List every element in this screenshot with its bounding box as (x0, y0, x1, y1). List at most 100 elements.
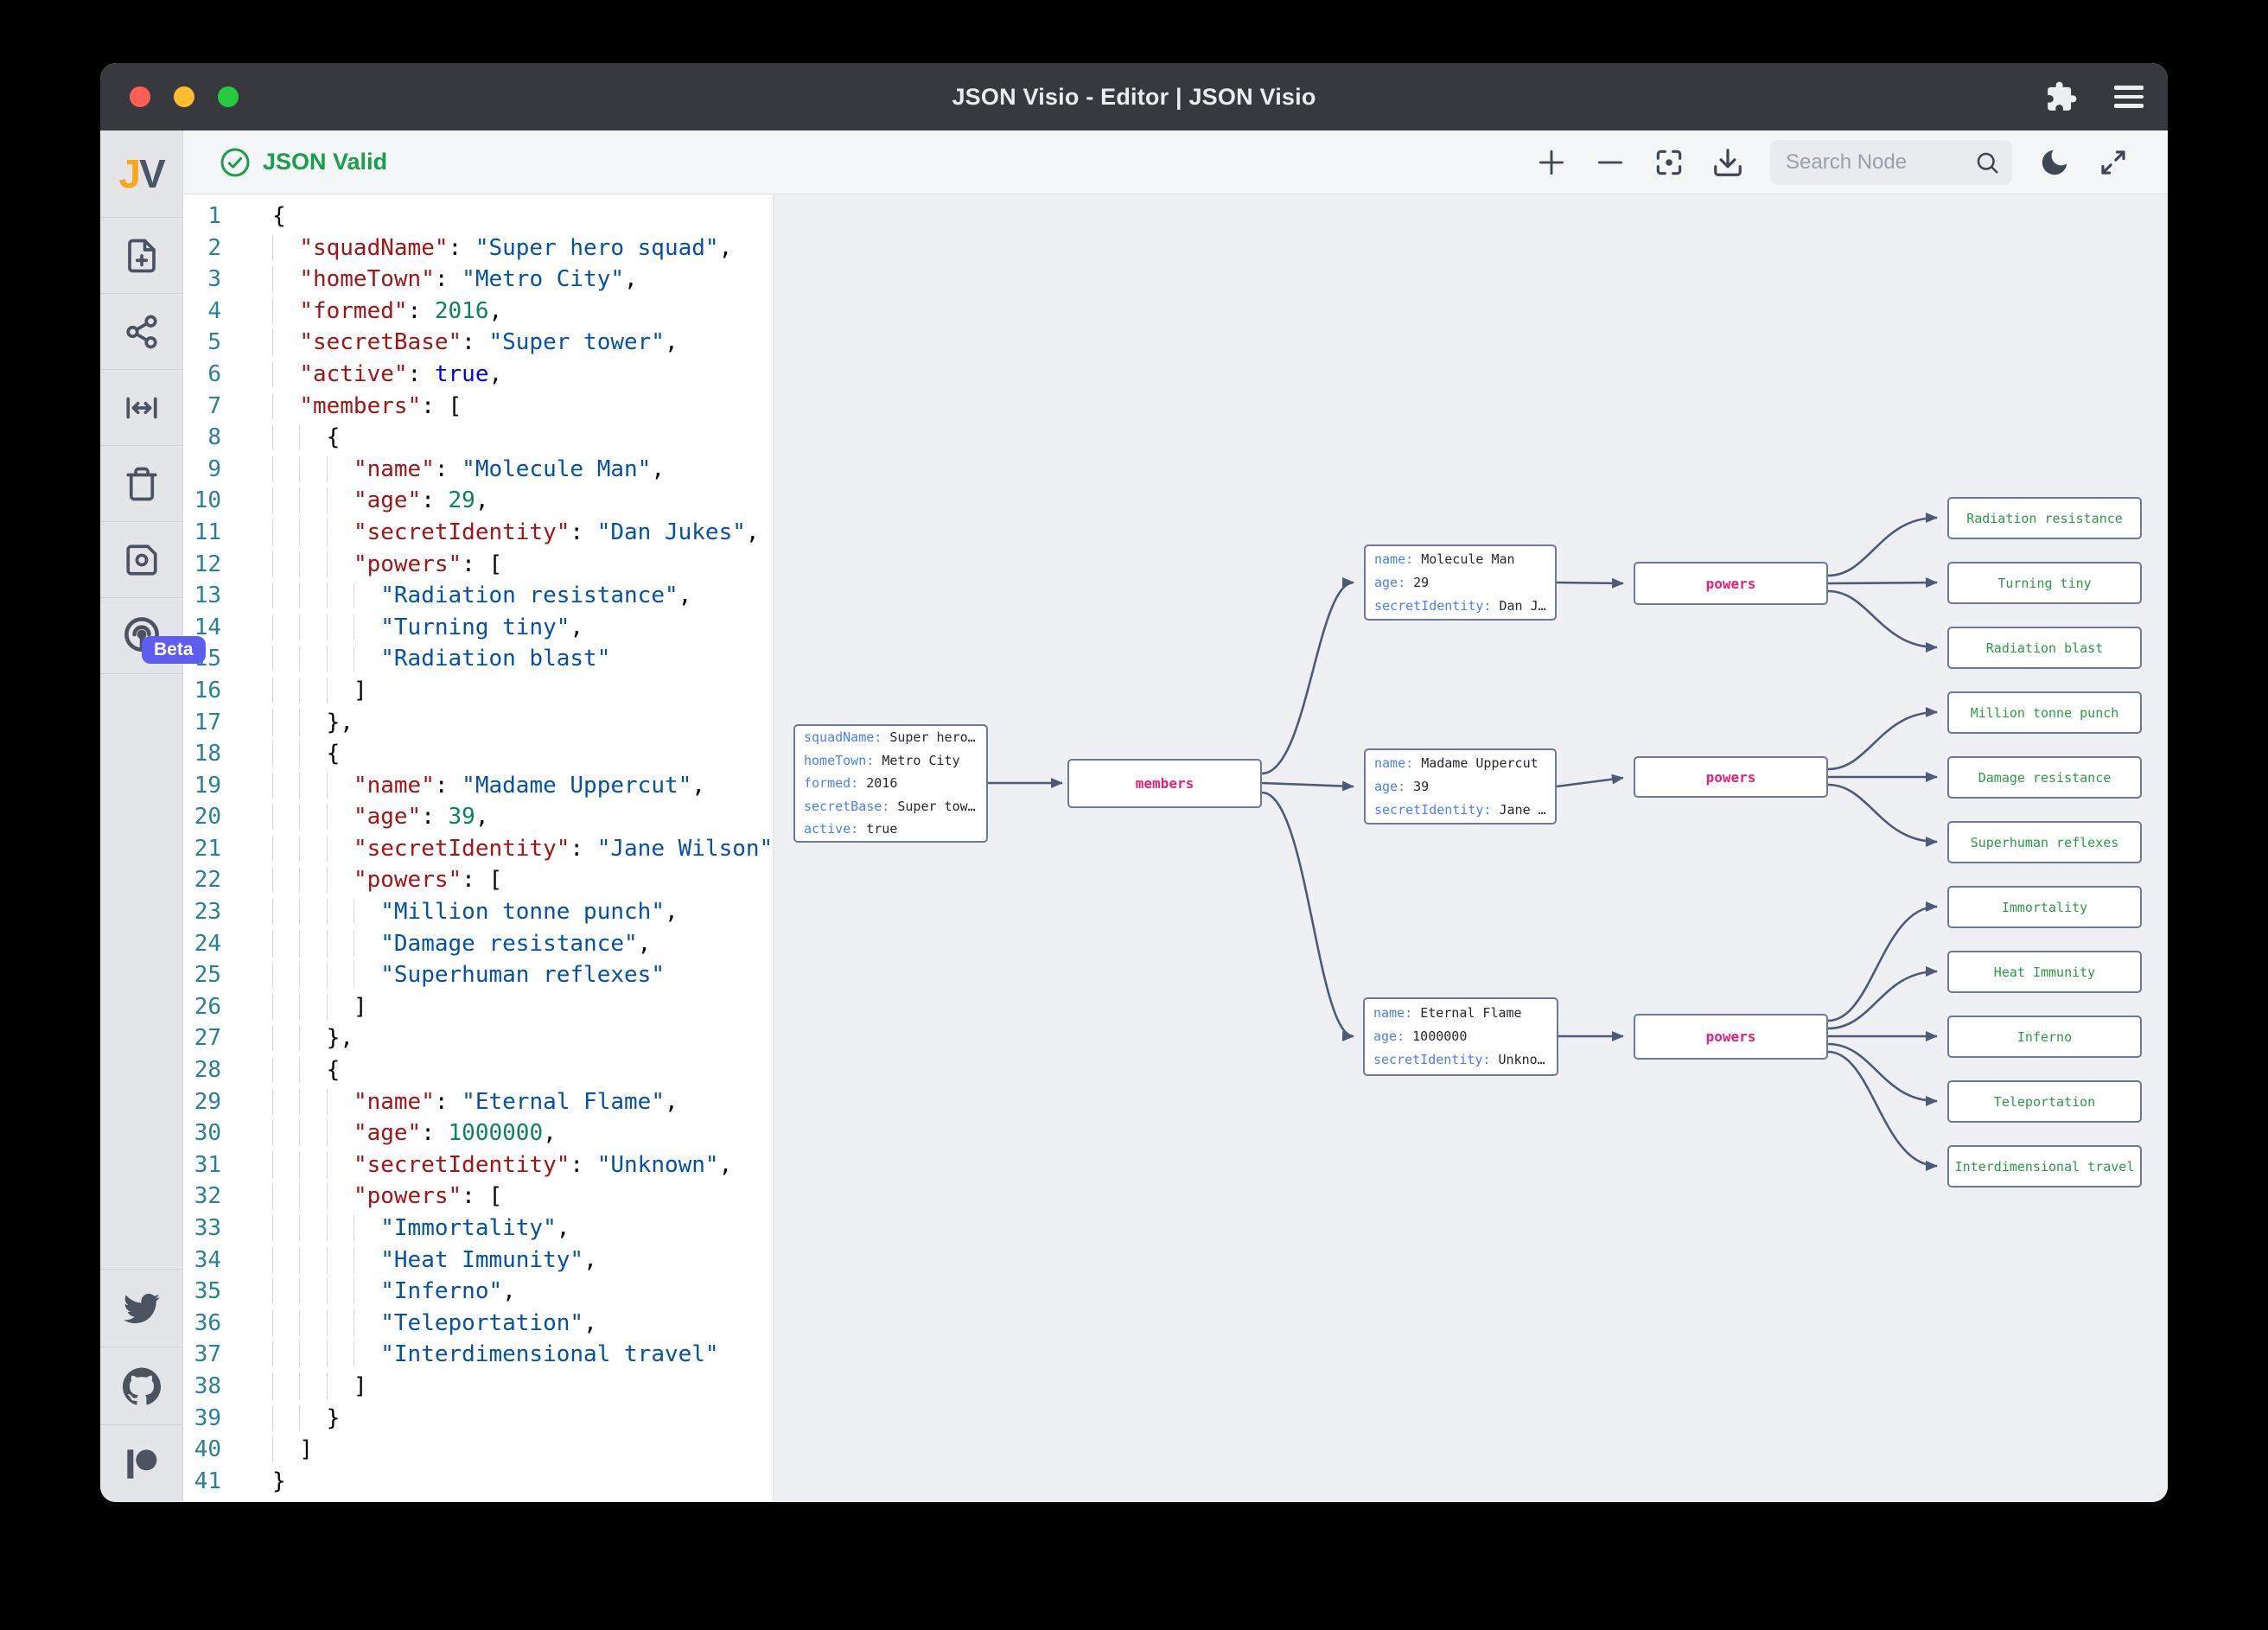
graph-node-leaf[interactable]: Million tonne punch (1947, 691, 2142, 734)
sidebar-item-save[interactable] (100, 522, 182, 598)
graph-node-leaf[interactable]: Radiation resistance (1947, 497, 2142, 539)
graph-node-member-1[interactable]: name: Molecule Man age: 29 secretIdentit… (1364, 544, 1557, 621)
editor-line[interactable]: 2 "squadName": "Super hero squad", (183, 232, 773, 264)
graph-node-leaf[interactable]: Inferno (1947, 1016, 2142, 1058)
line-code: "members": [ (242, 391, 462, 423)
editor-line[interactable]: 23 "Million tonne punch", (183, 896, 773, 928)
minimize-window-button[interactable] (174, 86, 194, 107)
editor-line[interactable]: 22 "powers": [ (183, 864, 773, 896)
editor-line[interactable]: 5 "secretBase": "Super tower", (183, 327, 773, 359)
graph-node-leaf[interactable]: Teleportation (1947, 1080, 2142, 1123)
editor-line[interactable]: 7 "members": [ (183, 391, 773, 423)
line-number: 39 (194, 1404, 221, 1431)
editor-line[interactable]: 18 { (183, 738, 773, 770)
editor-line[interactable]: 21 "secretIdentity": "Jane Wilson", (183, 833, 773, 865)
editor-line[interactable]: 6 "active": true, (183, 359, 773, 391)
editor-line[interactable]: 38 ] (183, 1371, 773, 1403)
line-number: 40 (194, 1436, 221, 1463)
editor-line[interactable]: 24 "Damage resistance", (183, 928, 773, 960)
line-code: { (272, 203, 286, 229)
sidebar-item-patreon[interactable] (100, 1424, 182, 1502)
editor-line[interactable]: 17 }, (183, 707, 773, 739)
search-node-input[interactable] (1786, 150, 1974, 175)
editor-line[interactable]: 33 "Immortality", (183, 1213, 773, 1245)
editor-line[interactable]: 19 "name": "Madame Uppercut", (183, 770, 773, 802)
graph-node-leaf[interactable]: Heat Immunity (1947, 951, 2142, 993)
line-code: } (272, 1468, 286, 1494)
editor-line[interactable]: 26 ] (183, 991, 773, 1023)
menu-icon[interactable] (2114, 80, 2144, 113)
editor-line[interactable]: 31 "secretIdentity": "Unknown", (183, 1149, 773, 1181)
line-code: "Damage resistance", (242, 928, 651, 960)
download-icon (1714, 148, 1742, 176)
editor-line[interactable]: 8 { (183, 422, 773, 454)
editor-line[interactable]: 40 ] (183, 1434, 773, 1466)
editor-line[interactable]: 1{ (183, 201, 773, 232)
sidebar-item-github[interactable] (100, 1347, 182, 1424)
editor-line[interactable]: 11 "secretIdentity": "Dan Jukes", (183, 517, 773, 549)
editor-line[interactable]: 25 "Superhuman reflexes" (183, 959, 773, 991)
editor-line[interactable]: 32 "powers": [ (183, 1181, 773, 1213)
search-node-box (1770, 139, 2012, 185)
graph-node-root[interactable]: squadName: Super hero… homeTown: Metro C… (793, 724, 988, 843)
graph-node-leaf[interactable]: Superhuman reflexes (1947, 821, 2142, 863)
graph-share-icon (125, 315, 157, 348)
graph-node-members[interactable]: members (1067, 759, 1262, 808)
editor-line[interactable]: 36 "Teleportation", (183, 1308, 773, 1340)
sidebar-item-expand-width[interactable] (100, 370, 182, 446)
app-logo[interactable]: JV (100, 131, 182, 218)
sidebar-item-share-graph[interactable] (100, 294, 182, 370)
editor-line[interactable]: 14 "Turning tiny", (183, 612, 773, 644)
editor-line[interactable]: 20 "age": 39, (183, 801, 773, 833)
graph-node-powers-1[interactable]: powers (1634, 562, 1828, 605)
zoom-window-button[interactable] (218, 86, 239, 107)
graph-node-member-2[interactable]: name: Madame Uppercut age: 39 secretIden… (1364, 748, 1557, 825)
sidebar-item-new-document[interactable] (100, 218, 182, 294)
trash-icon (125, 467, 157, 500)
graph-node-leaf[interactable]: Damage resistance (1947, 756, 2142, 799)
editor-line[interactable]: 41} (183, 1466, 773, 1498)
editor-line[interactable]: 16 ] (183, 675, 773, 707)
line-number: 24 (194, 930, 221, 957)
edge (1827, 513, 1938, 577)
zoom-out-button[interactable] (1594, 146, 1627, 179)
graph-node-powers-3[interactable]: powers (1634, 1014, 1828, 1060)
editor-line[interactable]: 9 "name": "Molecule Man", (183, 454, 773, 486)
graph-node-leaf[interactable]: Turning tiny (1947, 562, 2142, 604)
save-icon (125, 544, 157, 576)
graph-canvas[interactable]: squadName: Super hero… homeTown: Metro C… (774, 194, 2168, 1502)
editor-line[interactable]: 30 "age": 1000000, (183, 1117, 773, 1149)
editor-line[interactable]: 15 "Radiation blast" (183, 643, 773, 675)
editor-line[interactable]: 37 "Interdimensional travel" (183, 1339, 773, 1371)
graph-node-powers-2[interactable]: powers (1634, 756, 1828, 798)
sidebar-item-twitter[interactable] (100, 1269, 182, 1347)
download-image-button[interactable] (1711, 146, 1744, 179)
extension-puzzle-icon[interactable] (2045, 80, 2078, 113)
graph-node-leaf[interactable]: Interdimensional travel (1947, 1145, 2142, 1187)
zoom-in-button[interactable] (1535, 146, 1568, 179)
center-view-button[interactable] (1653, 146, 1685, 179)
editor-line[interactable]: 29 "name": "Eternal Flame", (183, 1086, 773, 1118)
sidebar-item-live-transform[interactable]: Beta (100, 598, 206, 674)
close-window-button[interactable] (130, 86, 150, 107)
twitter-icon (123, 1293, 160, 1323)
editor-line[interactable]: 39 } (183, 1403, 773, 1435)
editor-line[interactable]: 4 "formed": 2016, (183, 296, 773, 328)
editor-line[interactable]: 35 "Inferno", (183, 1276, 773, 1308)
editor-line[interactable]: 13 "Radiation resistance", (183, 580, 773, 612)
sidebar-spacer (100, 674, 182, 1269)
json-editor[interactable]: 1{2 "squadName": "Super hero squad",3 "h… (183, 194, 774, 1502)
line-number: 33 (194, 1215, 221, 1241)
graph-node-member-3[interactable]: name: Eternal Flame age: 1000000 secretI… (1363, 997, 1558, 1076)
editor-line[interactable]: 10 "age": 29, (183, 485, 773, 517)
editor-line[interactable]: 28 { (183, 1054, 773, 1086)
editor-line[interactable]: 3 "homeTown": "Metro City", (183, 264, 773, 296)
editor-line[interactable]: 12 "powers": [ (183, 549, 773, 581)
fullscreen-button[interactable] (2097, 146, 2130, 179)
editor-line[interactable]: 34 "Heat Immunity", (183, 1245, 773, 1277)
editor-line[interactable]: 27 }, (183, 1022, 773, 1054)
sidebar-item-clear-json[interactable] (100, 446, 182, 522)
graph-node-leaf[interactable]: Immortality (1947, 886, 2142, 928)
graph-node-leaf[interactable]: Radiation blast (1947, 627, 2142, 669)
dark-mode-toggle[interactable] (2038, 146, 2071, 179)
